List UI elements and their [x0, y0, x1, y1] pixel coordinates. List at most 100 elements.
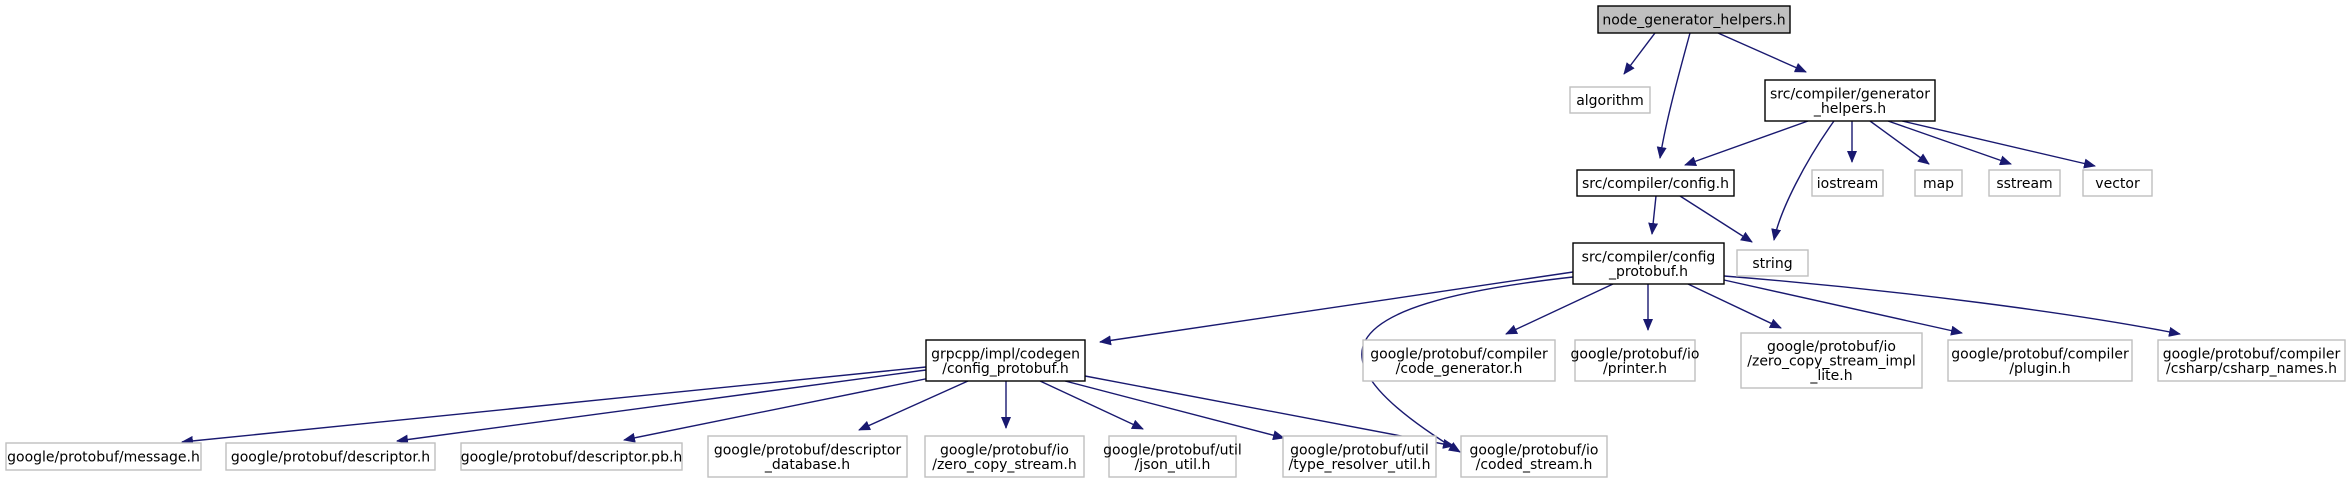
node-descriptor[interactable]: google/protobuf/descriptor.h	[225, 442, 436, 471]
node-label-line: sstream	[1996, 176, 2052, 192]
node-box	[1947, 339, 2133, 382]
e-config-configpb	[1648, 195, 1659, 235]
node-zero-copy-stream[interactable]: google/protobuf/io/zero_copy_stream.h	[924, 435, 1085, 478]
node-type-resolver-util[interactable]: google/protobuf/util/type_resolver_util.…	[1282, 435, 1437, 478]
e-gen-config	[1684, 120, 1809, 167]
node-label-line: vector	[2095, 176, 2140, 192]
node-label-line: google/protobuf/util	[1103, 442, 1242, 458]
node-box	[225, 442, 436, 471]
node-box	[1764, 79, 1936, 122]
node-label-line: google/protobuf/util	[1290, 442, 1429, 458]
node-iostream[interactable]: iostream	[1811, 169, 1884, 197]
node-label-line: _database.h	[764, 457, 850, 473]
node-code-generator[interactable]: google/protobuf/compiler/code_generator.…	[1362, 339, 1556, 382]
node-json-util[interactable]: google/protobuf/util/json_util.h	[1103, 435, 1242, 478]
node-csharp-names[interactable]: google/protobuf/compiler/csharp/csharp_n…	[2157, 339, 2346, 382]
node-root: node_generator_helpers.h	[1597, 5, 1791, 34]
e-gen-vector	[1901, 120, 2096, 169]
e-gen-map	[1869, 120, 1930, 165]
node-label-line: google/protobuf/compiler	[1951, 346, 2129, 362]
node-config[interactable]: src/compiler/config.h	[1576, 169, 1735, 197]
node-codegen-config[interactable]: grpcpp/impl/codegen/config_protobuf.h	[925, 339, 1086, 382]
node-box	[1914, 169, 1963, 197]
node-label-line: /code_generator.h	[1396, 361, 1523, 377]
node-box	[1362, 339, 1556, 382]
node-label-line: /coded_stream.h	[1476, 457, 1593, 473]
node-box	[1108, 435, 1237, 478]
e-codegen-codedstream	[1084, 375, 1455, 449]
node-box	[460, 442, 683, 471]
node-box	[2157, 339, 2346, 382]
node-config-protobuf[interactable]: src/compiler/config_protobuf.h	[1572, 242, 1725, 285]
e-root-config	[1656, 32, 1691, 159]
node-label-line: /config_protobuf.h	[942, 361, 1069, 377]
node-label-line: src/compiler/generator	[1770, 86, 1930, 102]
node-descriptor-pb[interactable]: google/protobuf/descriptor.pb.h	[460, 442, 683, 471]
e-gen-string	[1771, 120, 1835, 241]
node-label-line: /zero_copy_stream_impl	[1747, 354, 1916, 370]
e-root-algorithm	[1623, 32, 1656, 75]
node-box	[925, 339, 1086, 382]
node-label-line: google/protobuf/io	[1470, 442, 1599, 458]
node-label-line: string	[1752, 256, 1792, 272]
node-printer[interactable]: google/protobuf/io/printer.h	[1571, 339, 1700, 382]
node-label-line: google/protobuf/descriptor.h	[231, 450, 430, 466]
node-label-line: algorithm	[1576, 93, 1644, 109]
node-label-line: node_generator_helpers.h	[1602, 13, 1785, 29]
node-zcs-impl-lite[interactable]: google/protobuf/io/zero_copy_stream_impl…	[1740, 332, 1923, 389]
node-map[interactable]: map	[1914, 169, 1963, 197]
node-plugin[interactable]: google/protobuf/compiler/plugin.h	[1947, 339, 2133, 382]
node-label-line: google/protobuf/message.h	[7, 450, 200, 466]
node-vector[interactable]: vector	[2082, 169, 2153, 197]
node-label-line: _protobuf.h	[1608, 264, 1688, 280]
e-gen-sstream	[1887, 120, 2012, 166]
node-box	[5, 442, 202, 471]
e-codegen-descriptorpb	[623, 376, 936, 443]
node-box	[707, 435, 908, 478]
e-config-string	[1679, 195, 1753, 243]
node-algorithm[interactable]: algorithm	[1569, 86, 1651, 114]
node-label-line: /plugin.h	[2009, 361, 2070, 377]
node-label-line: grpcpp/impl/codegen	[931, 346, 1080, 362]
node-label-line: src/compiler/config.h	[1582, 176, 1729, 192]
node-descriptor-database[interactable]: google/protobuf/descriptor_database.h	[707, 435, 908, 478]
e-configpb-codegenerator	[1505, 283, 1614, 335]
node-box	[1569, 86, 1651, 114]
e-configpb-codegen	[1099, 271, 1574, 346]
node-sstream[interactable]: sstream	[1988, 169, 2061, 197]
node-label-line: google/protobuf/io	[940, 442, 1069, 458]
node-label-line: google/protobuf/compiler	[2163, 346, 2341, 362]
node-label-line: google/protobuf/io	[1767, 339, 1896, 355]
e-codegen-jsonutil	[1039, 380, 1144, 430]
node-label-line: _lite.h	[1809, 368, 1852, 384]
node-coded-stream[interactable]: google/protobuf/io/coded_stream.h	[1460, 435, 1608, 478]
node-box	[1282, 435, 1437, 478]
node-box	[1576, 169, 1735, 197]
e-codegen-descriptordb	[858, 380, 969, 431]
node-box	[1460, 435, 1608, 478]
node-label-line: /json_util.h	[1135, 457, 1211, 473]
node-box	[924, 435, 1085, 478]
node-label-line: iostream	[1817, 176, 1879, 192]
node-generator-helpers[interactable]: src/compiler/generator_helpers.h	[1764, 79, 1936, 122]
node-box	[1740, 332, 1923, 389]
node-label-line: src/compiler/config	[1582, 249, 1716, 265]
node-string[interactable]: string	[1736, 249, 1809, 277]
node-label-line: /type_resolver_util.h	[1289, 457, 1431, 473]
node-box	[2082, 169, 2153, 197]
node-label-line: _helpers.h	[1813, 101, 1886, 117]
node-label-line: google/protobuf/compiler	[1370, 346, 1548, 362]
e-configpb-zcsimpl	[1687, 283, 1782, 329]
node-label-line: map	[1923, 176, 1954, 192]
node-label-line: google/protobuf/descriptor	[714, 442, 902, 458]
node-label-line: /csharp/csharp_names.h	[2166, 361, 2337, 377]
node-label-line: /zero_copy_stream.h	[932, 457, 1077, 473]
node-box	[1572, 242, 1725, 285]
e-codegen-typeresolver	[1064, 380, 1285, 441]
node-message[interactable]: google/protobuf/message.h	[5, 442, 202, 471]
node-box	[1597, 5, 1791, 34]
node-label-line: google/protobuf/io	[1571, 346, 1700, 362]
e-configpb-csharp	[1723, 275, 2181, 337]
node-label-line: google/protobuf/descriptor.pb.h	[461, 450, 683, 466]
